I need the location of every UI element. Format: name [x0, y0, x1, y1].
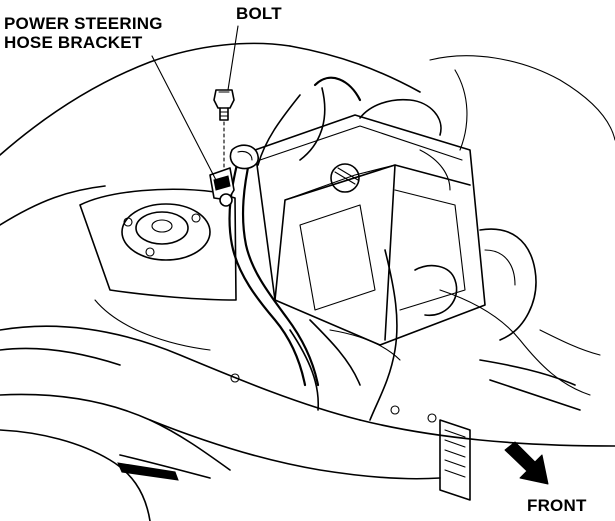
strut-tower — [79, 188, 237, 351]
bolt — [213, 89, 235, 171]
engine-block — [254, 98, 591, 396]
front-arrow-icon — [504, 441, 549, 485]
headlight-bumper — [117, 329, 601, 501]
hoses — [257, 76, 401, 421]
body-outline — [0, 42, 615, 521]
bolt-label: BOLT — [236, 4, 282, 23]
front-label: FRONT — [527, 496, 587, 515]
power-steering-label-line1: POWER STEERING — [4, 14, 163, 33]
power-steering-hose-bracket-label: POWER STEERING HOSE BRACKET — [4, 14, 163, 52]
power-steering-hose-bracket — [209, 167, 235, 207]
power-steering-hose — [228, 144, 320, 387]
power-steering-label-line2: HOSE BRACKET — [4, 33, 143, 52]
leader-lines — [151, 25, 239, 183]
